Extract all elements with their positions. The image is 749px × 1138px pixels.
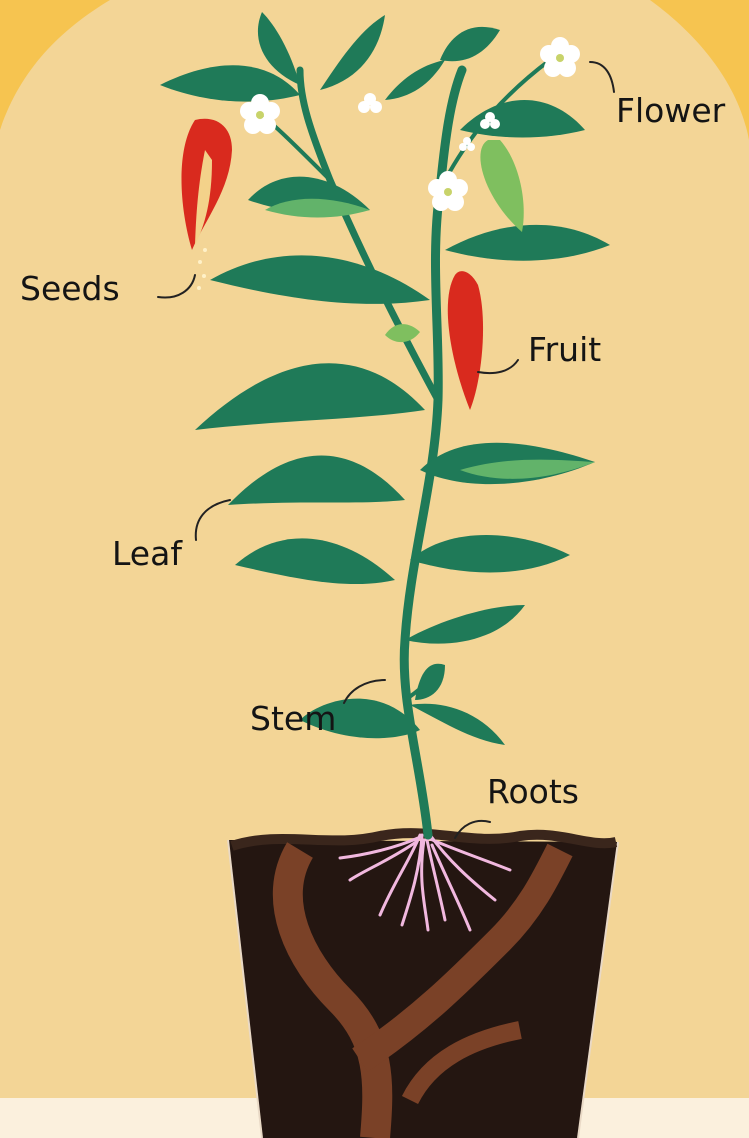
stem-label: Stem <box>250 702 336 735</box>
red-pepper-right <box>448 271 483 410</box>
seed <box>197 286 201 290</box>
seeds-label: Seeds <box>20 272 120 305</box>
flower-blossom <box>428 171 468 211</box>
green-pepper <box>480 140 523 232</box>
seed <box>198 260 202 264</box>
leaf-leader <box>196 500 230 540</box>
leaves <box>160 12 610 745</box>
flower-label: Flower <box>616 94 725 127</box>
flower-blossom <box>540 37 580 77</box>
roots-label: Roots <box>487 775 579 808</box>
seed <box>202 274 206 278</box>
seeds-leader <box>158 275 195 298</box>
fruit-label: Fruit <box>528 333 601 366</box>
sun-glow-left <box>0 0 110 130</box>
seed <box>203 248 207 252</box>
fruit-leader <box>478 360 518 373</box>
flower-bud <box>358 93 382 113</box>
flower-leader <box>590 62 614 92</box>
leaf-label: Leaf <box>112 537 182 570</box>
green-bud <box>385 324 420 342</box>
